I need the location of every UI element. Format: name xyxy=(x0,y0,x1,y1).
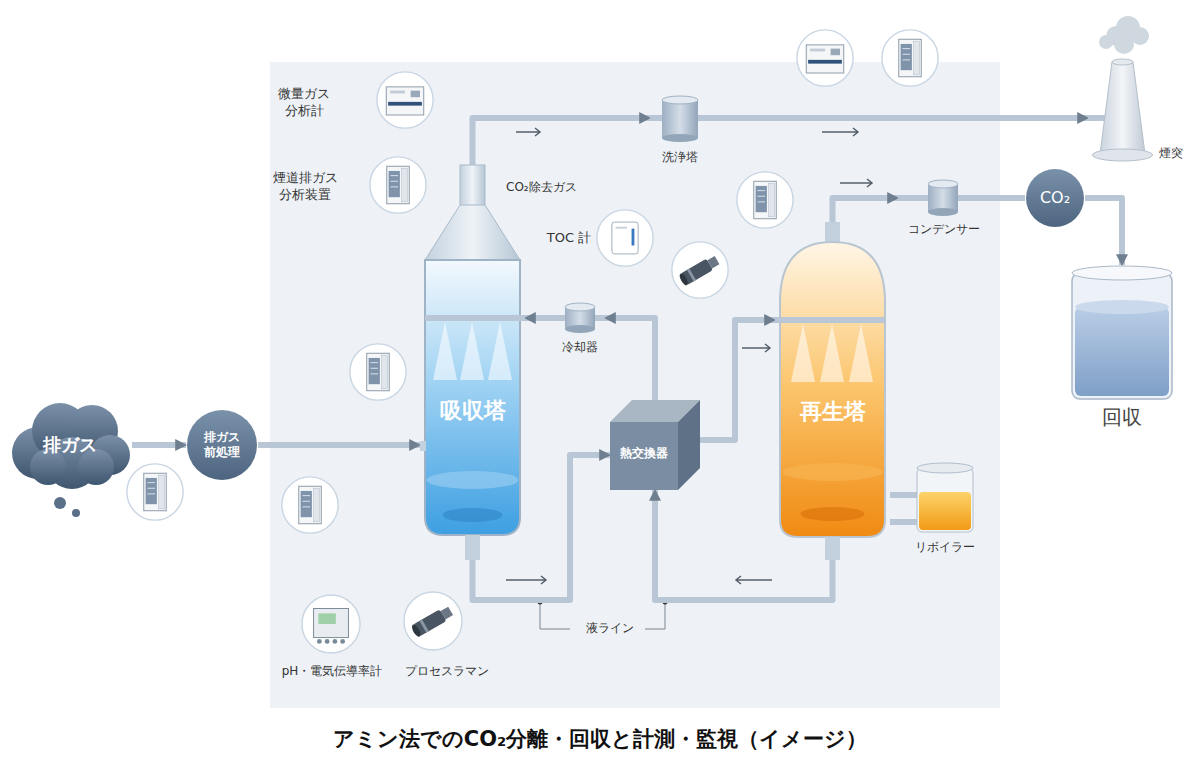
node-label: コンデンサー xyxy=(892,222,996,237)
node-label: CO₂ xyxy=(1025,188,1085,208)
washing-tower-outline xyxy=(650,92,710,177)
cooler: 冷却器 xyxy=(555,300,605,372)
toc-meter-icon xyxy=(597,210,653,266)
regenerator-tower: 再生塔 xyxy=(775,222,890,560)
pipe-stub xyxy=(898,195,928,201)
pipe-connector xyxy=(258,442,420,448)
cloud-bubble xyxy=(72,509,80,517)
vessel-cylinder xyxy=(565,303,595,333)
analyzer-cabinet-icon xyxy=(350,344,406,400)
instrument-name: プロセスラマン xyxy=(392,664,502,680)
ph-meter-icon xyxy=(302,595,360,653)
cooler-outline xyxy=(555,300,605,372)
condenser: コンデンサー xyxy=(898,178,990,246)
pipe-stub xyxy=(650,115,662,121)
raman-probe-icon xyxy=(404,592,462,650)
heat-exchanger-outline xyxy=(610,400,700,490)
reboiler: リボイラー xyxy=(905,462,985,562)
absorber-tower-outline xyxy=(420,165,525,560)
pipe-stub xyxy=(555,315,565,321)
diagram-title: アミン法でのCO₂分離・回収と計測・監視（イメージ） xyxy=(0,726,1200,752)
node-label: 排ガス xyxy=(8,434,132,457)
node-label: 洗浄塔 xyxy=(640,150,720,165)
pipe-stub xyxy=(1088,115,1106,121)
node-label: 排ガス 前処理 xyxy=(194,430,250,460)
recovery-vessel xyxy=(1072,266,1172,399)
line-label: 液ライン xyxy=(572,621,648,637)
pipe-stub xyxy=(595,315,605,321)
recovery-tank: 回収 xyxy=(1062,265,1182,440)
tower-body xyxy=(775,222,885,560)
pipe-connector xyxy=(890,492,905,498)
pipe-connector xyxy=(990,195,1025,201)
reboiler-return-pipe xyxy=(890,519,917,525)
node-label: 再生塔 xyxy=(775,398,890,426)
cloud-bubble xyxy=(54,497,66,509)
co2-circle: CO₂ xyxy=(1025,168,1085,228)
analyzer-cabinet-icon xyxy=(282,477,338,533)
analyzer-cabinet-icon xyxy=(737,172,793,228)
stream-label: CO₂除去ガス xyxy=(506,180,596,196)
node-label: 回収 xyxy=(1062,405,1182,430)
instrument-name: pH・電気伝導率計 xyxy=(262,664,402,680)
raman-probe-icon xyxy=(672,242,728,298)
instrument-name: 煙道排ガス 分析装置 xyxy=(258,170,352,204)
heat-exchanger: 熱交換器 xyxy=(610,400,700,490)
absorber-tower: 吸収塔 xyxy=(420,165,525,560)
pipe-connector xyxy=(473,118,651,165)
pipe-connector xyxy=(605,318,655,400)
pipe-connector xyxy=(132,442,186,448)
chimney-shape xyxy=(1093,16,1153,161)
node-label: 熱交換器 xyxy=(610,446,678,461)
plant-panel xyxy=(270,62,1000,708)
trace-gas-analyzer-icon xyxy=(377,72,433,128)
pipe-connector xyxy=(1085,198,1122,265)
circle-shape xyxy=(1026,169,1084,227)
pipe-stub xyxy=(958,195,990,201)
washing-tower: 洗浄塔 xyxy=(650,92,710,177)
node-label: 吸収塔 xyxy=(420,397,525,425)
analyzer-cabinet-icon xyxy=(127,464,183,520)
node-label: リボイラー xyxy=(897,540,993,555)
instrument-name: TOC 計 xyxy=(540,230,598,247)
chimney: 煙突 xyxy=(1088,14,1196,174)
pretreatment-circle: 排ガス 前処理 xyxy=(186,409,258,481)
pipe-connector xyxy=(833,198,899,222)
vessel-cylinder xyxy=(928,180,958,216)
instrument-name: 微量ガス 分析計 xyxy=(262,86,346,120)
pipe-connector xyxy=(525,315,555,321)
node-label: 煙突 xyxy=(1150,146,1192,161)
trace-gas-analyzer-icon xyxy=(797,30,853,86)
pipe-stub xyxy=(698,115,710,121)
tower-body xyxy=(420,165,525,560)
reboiler-vessel xyxy=(917,463,973,532)
regenerator-tower-outline xyxy=(775,222,890,560)
vessel-cylinder xyxy=(662,96,698,142)
analyzer-cabinet-icon xyxy=(882,30,938,86)
exhaust-cloud: 排ガス xyxy=(8,395,132,495)
pipe-connector xyxy=(700,320,775,440)
pipe-connector xyxy=(710,115,1088,121)
circle-shape xyxy=(187,410,257,480)
cube-shape xyxy=(610,400,700,490)
flue-gas-analyzer-icon xyxy=(370,157,426,213)
node-label: 冷却器 xyxy=(545,340,615,355)
